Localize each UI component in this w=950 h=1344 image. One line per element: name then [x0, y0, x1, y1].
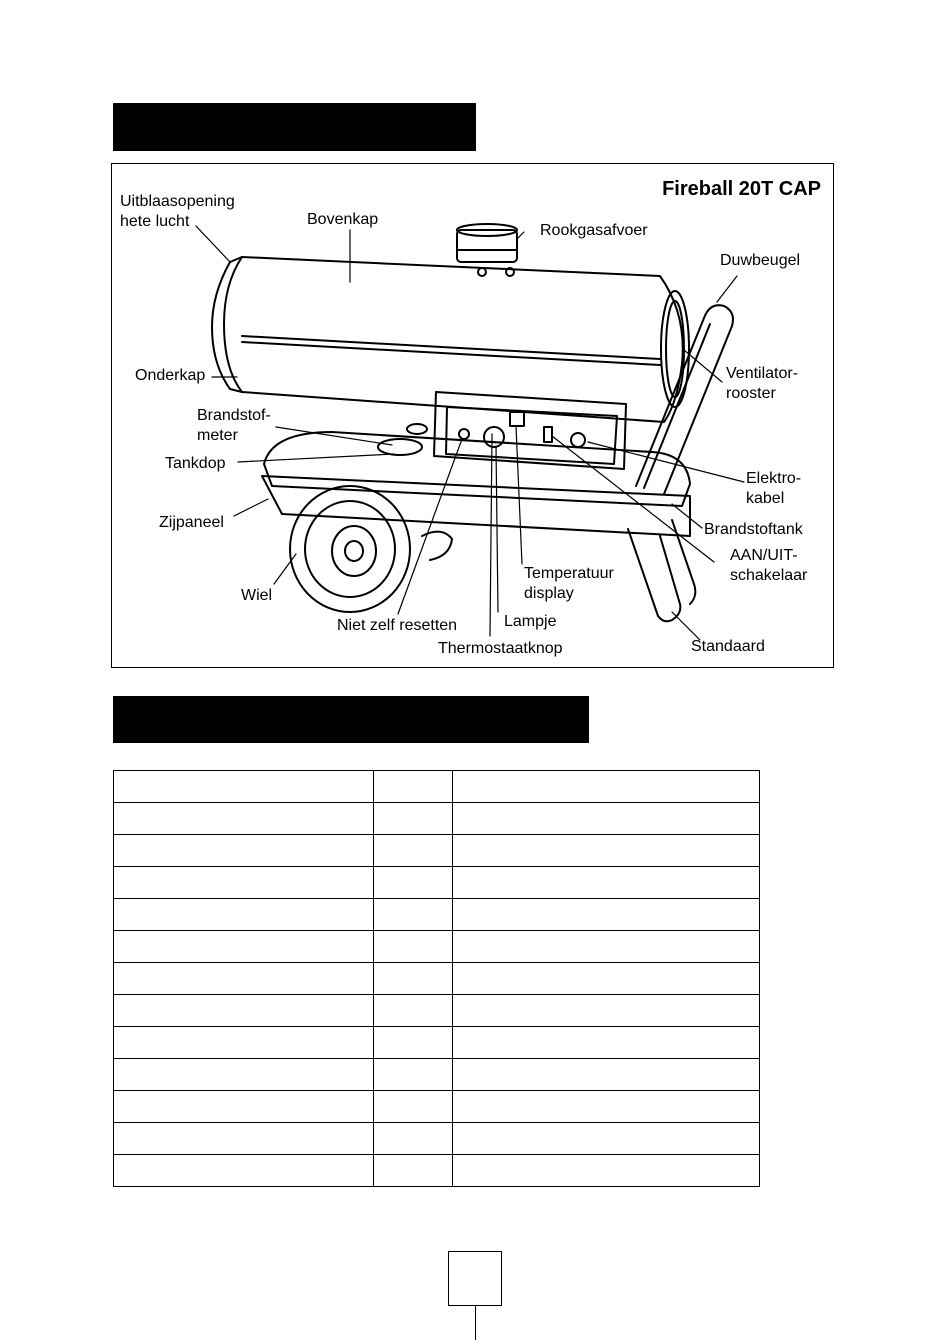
- label-lampje: Lampje: [504, 613, 557, 630]
- table-cell: [373, 770, 453, 803]
- page-number: [448, 1251, 502, 1306]
- table-cell: [452, 770, 760, 803]
- table-cell: [373, 866, 453, 899]
- table-row: [113, 1026, 760, 1059]
- page-number-tick: [475, 1306, 476, 1340]
- table-cell: [452, 1090, 760, 1123]
- table-cell: [373, 930, 453, 963]
- table-cell: [373, 1026, 453, 1059]
- table-cell: [452, 866, 760, 899]
- heater-drawing: [195, 223, 745, 641]
- table-cell: [113, 1154, 374, 1187]
- table-cell: [373, 1154, 453, 1187]
- table-row: [113, 1122, 760, 1155]
- label-elektrokabel: Elektro- kabel: [746, 470, 802, 507]
- heater-diagram: Fireball 20T CAP Uitblaasopening hete lu…: [111, 163, 834, 668]
- table-cell: [452, 1122, 760, 1155]
- table-cell: [113, 802, 374, 835]
- table-row: [113, 898, 760, 931]
- label-temperatuurdisplay: Temperatuur display: [524, 565, 614, 602]
- table-cell: [452, 1058, 760, 1091]
- table-row: [113, 962, 760, 995]
- table-cell: [373, 962, 453, 995]
- label-niet-zelf-resetten: Niet zelf resetten: [337, 617, 458, 634]
- model-title: Fireball 20T CAP: [662, 178, 821, 200]
- table-row: [113, 770, 760, 803]
- table-row: [113, 994, 760, 1027]
- label-wiel: Wiel: [241, 587, 273, 604]
- label-rookgasafvoer: Rookgasafvoer: [540, 222, 648, 239]
- label-onderkap: Onderkap: [135, 367, 206, 384]
- table-row: [113, 1090, 760, 1123]
- table-cell: [452, 802, 760, 835]
- table-row: [113, 802, 760, 835]
- table-cell: [113, 1122, 374, 1155]
- table-cell: [373, 994, 453, 1027]
- label-bovenkap: Bovenkap: [307, 211, 379, 228]
- table-cell: [373, 834, 453, 867]
- table-cell: [452, 1026, 760, 1059]
- table-cell: [373, 1090, 453, 1123]
- section-heading-bar: [113, 696, 589, 743]
- table-cell: [113, 962, 374, 995]
- table-cell: [452, 1154, 760, 1187]
- table-cell: [113, 866, 374, 899]
- table-cell: [452, 898, 760, 931]
- label-thermostaatknop: Thermostaatknop: [438, 640, 563, 657]
- table-cell: [113, 1058, 374, 1091]
- table-cell: [113, 994, 374, 1027]
- label-duwbeugel: Duwbeugel: [720, 252, 801, 269]
- table-row: [113, 866, 760, 899]
- label-tankdop: Tankdop: [165, 455, 226, 472]
- label-aanuitschakelaar: AAN/UIT- schakelaar: [730, 547, 808, 584]
- table-row: [113, 930, 760, 963]
- table-row: [113, 1154, 760, 1187]
- label-brandstoftank: Brandstoftank: [704, 521, 803, 538]
- label-standaard: Standaard: [691, 638, 765, 655]
- table-cell: [373, 1122, 453, 1155]
- label-uitblaasopening: Uitblaasopening hete lucht: [120, 193, 235, 230]
- table-cell: [373, 802, 453, 835]
- table-cell: [452, 994, 760, 1027]
- table-cell: [452, 930, 760, 963]
- table-cell: [113, 1026, 374, 1059]
- table-cell: [452, 834, 760, 867]
- table-cell: [452, 962, 760, 995]
- table-row: [113, 834, 760, 867]
- table-cell: [373, 898, 453, 931]
- label-brandstofmeter: Brandstof- meter: [197, 407, 271, 444]
- label-zijpaneel: Zijpaneel: [159, 514, 224, 531]
- table-cell: [113, 930, 374, 963]
- table-cell: [113, 834, 374, 867]
- label-ventilatorrooster: Ventilator- rooster: [726, 365, 799, 402]
- table-cell: [113, 898, 374, 931]
- table-row: [113, 1058, 760, 1091]
- table-cell: [113, 1090, 374, 1123]
- section-heading-bar: [113, 103, 476, 151]
- specification-table: [113, 770, 760, 1187]
- table-cell: [113, 770, 374, 803]
- table-cell: [373, 1058, 453, 1091]
